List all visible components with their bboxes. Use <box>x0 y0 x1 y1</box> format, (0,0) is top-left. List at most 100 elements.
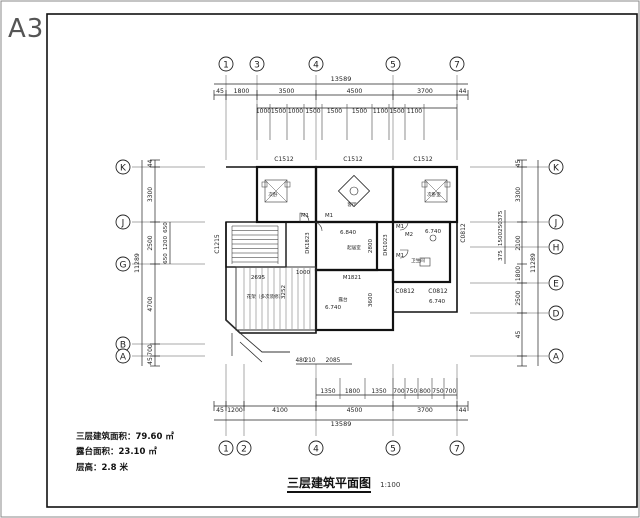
room-label: 露台 <box>338 296 348 303</box>
dim-top-row1: 44 <box>459 88 467 95</box>
dim-overall-top: 13589 <box>331 75 352 83</box>
dim-bottom-row2: 800 <box>419 388 431 395</box>
dim-right-col2: 1500 <box>498 231 504 246</box>
dim-bottom-row1: 45 <box>216 407 224 414</box>
door-arc <box>399 221 409 231</box>
grid-bubble-left-label: K <box>120 164 127 174</box>
stair-box <box>225 221 287 268</box>
terrace-area-text: 露台面积：23.10 ㎡ <box>76 447 157 457</box>
drawing-title-block: 三层建筑平面图 1:100 <box>287 472 400 493</box>
living-table <box>337 174 371 208</box>
grid-bubble-top-label: 5 <box>390 61 396 71</box>
dim-bottom-row1: 4500 <box>347 407 363 414</box>
grid-bubble-top-label: 4 <box>313 61 319 71</box>
dim-right-col2: 375 <box>498 210 504 221</box>
door-label: M1 <box>396 224 404 230</box>
grid-bubble-bottom-circle <box>236 440 252 456</box>
grid-bubble-bottom-label: 2 <box>241 445 247 455</box>
grid-bubble-bottom-circle <box>449 440 465 456</box>
floor-height-text: 层高：2.8 米 <box>76 463 129 473</box>
elevation-label: 6.740 <box>429 299 445 305</box>
bed-left <box>264 179 288 203</box>
toilet-fixture <box>419 257 431 267</box>
bed-right-nightstand <box>444 181 451 188</box>
grid-bubble-top-circle <box>308 56 324 72</box>
dim-top-row2: 1100 <box>407 108 422 115</box>
elevation-label: 6.740 <box>425 229 441 235</box>
dim-top-row2: 1000 <box>256 108 271 115</box>
bed-left-diag <box>264 179 288 203</box>
dim-left-col1: 45 <box>147 357 154 365</box>
grid-bubble-left-label: G <box>120 261 127 271</box>
grid-bubble-bottom-circle <box>218 440 234 456</box>
grid-bubble-right-label: E <box>553 280 559 290</box>
dim-top-row1: 4500 <box>347 88 363 95</box>
dim-top-row2: 1500 <box>327 108 342 115</box>
dim-top-row2: 1500 <box>305 108 320 115</box>
dim-right-col1: 2500 <box>515 290 522 305</box>
dim-overall-bottom: 13589 <box>331 420 352 428</box>
dim-left-total: 11289 <box>134 253 141 273</box>
room-label: 客厅 <box>347 201 357 208</box>
dim-bottom-row2: 700 <box>445 388 457 395</box>
bed-left-nightstand <box>261 181 268 188</box>
elevation-label: 6.740 <box>325 305 341 311</box>
grid-bubble-top-circle <box>249 56 265 72</box>
grid-bubble-right-circle <box>548 239 564 255</box>
dimension-label: 3252 <box>281 285 287 299</box>
door-label: M1821 <box>343 275 361 281</box>
door-label: M1 <box>396 253 404 259</box>
grid-bubble-right-circle <box>548 348 564 364</box>
grid-bubble-bottom-circle <box>308 440 324 456</box>
grid-bubble-right-label: J <box>554 219 558 229</box>
door-label: DK1023 <box>383 234 389 255</box>
sink-fixture <box>429 234 437 242</box>
window-label: C0812 <box>428 288 448 295</box>
grid-bubble-left-label: A <box>120 353 127 363</box>
dim-top-row1: 1800 <box>234 88 250 95</box>
window-label: C1512 <box>343 156 363 163</box>
door-label: M1 <box>301 213 309 219</box>
door-label: DK1823 <box>305 232 311 253</box>
living-table-center <box>349 186 359 196</box>
pergola-outline <box>235 266 317 331</box>
dim-left-col1: 44 <box>147 160 154 168</box>
roof-edge <box>225 319 290 353</box>
dim-left-col2: 650 <box>163 253 169 264</box>
dim-left-col1: 2500 <box>147 235 154 250</box>
room-label: 花架（多次装修） <box>247 293 284 300</box>
bed-right-diag <box>424 179 448 203</box>
grid-bubble-right-label: D <box>553 310 560 320</box>
dim-bottom-row3: 480 <box>295 358 306 364</box>
door-arc <box>299 212 310 223</box>
room-label: 次卧 <box>268 191 278 198</box>
dimension-label: 3600 <box>368 292 374 307</box>
door-label: M1 <box>325 213 333 219</box>
room-label: 卫生间 <box>411 257 425 264</box>
dim-left-col1: 700 <box>147 344 154 356</box>
grid-bubble-left-label: J <box>121 219 125 229</box>
dim-left-col1: 4700 <box>147 296 154 311</box>
bed-right <box>424 179 448 203</box>
exterior-wall <box>225 166 458 334</box>
dim-top-row2: 1500 <box>352 108 367 115</box>
door-label: M2 <box>405 232 413 238</box>
dimension-label: 2695 <box>251 275 266 281</box>
grid-bubble-right-circle <box>548 305 564 321</box>
grid-bubble-left-label: B <box>120 341 126 351</box>
grid-bubble-right-label: A <box>553 353 560 363</box>
room-label: 次卧室 <box>427 191 441 198</box>
dim-bottom-row1: 1200 <box>227 407 243 414</box>
window-label: C0812 <box>395 288 415 295</box>
grid-bubble-bottom-label: 5 <box>390 445 396 455</box>
dim-bottom-row1: 3700 <box>417 407 433 414</box>
building-area-text: 三层建筑面积：79.60 ㎡ <box>76 432 174 442</box>
dim-bottom-row1: 44 <box>459 407 467 414</box>
dim-right-col1: 45 <box>515 160 522 168</box>
dim-bottom-row3: 2085 <box>326 358 341 364</box>
window-label: C1512 <box>413 156 433 163</box>
grid-bubble-bottom-label: 1 <box>223 445 229 455</box>
